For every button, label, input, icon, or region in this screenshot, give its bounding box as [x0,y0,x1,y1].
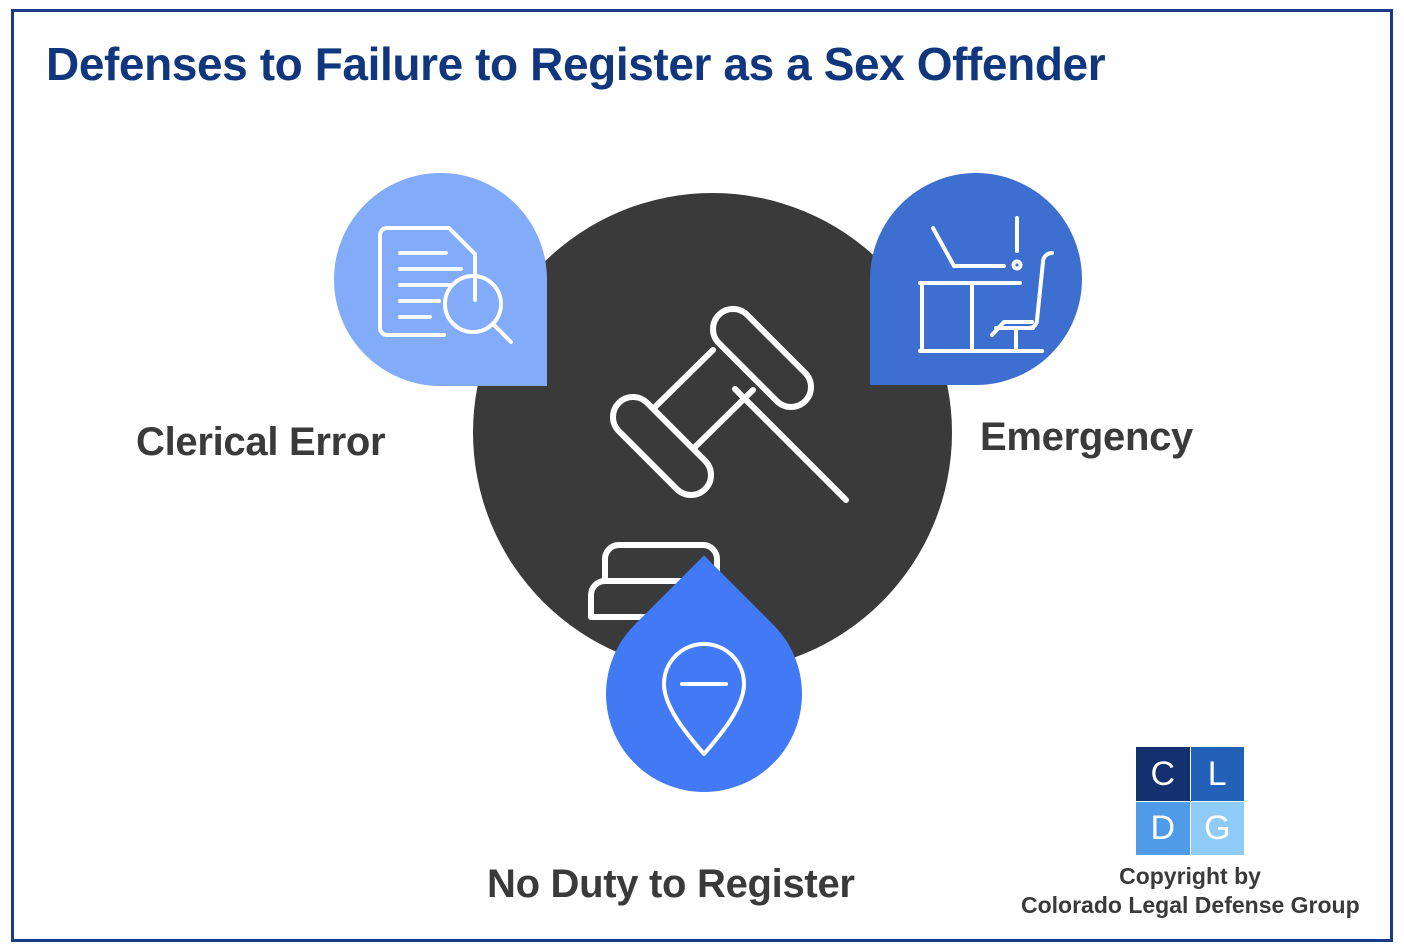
node-label-emergency: Emergency [980,415,1193,459]
document-search-icon [378,226,513,344]
copyright-line-1: Copyright by [1119,863,1261,889]
node-label-clerical-error: Clerical Error [136,420,386,464]
logo-cell-g: G [1190,801,1244,855]
node-label-no-duty-to-register: No Duty to Register [487,862,855,906]
empty-desk-chair-alert-icon [918,216,1054,353]
cldg-logo: C L D G [1136,747,1244,855]
logo-cell-l: L [1190,747,1244,801]
copyright-text: Copyright by Colorado Legal Defense Grou… [1021,862,1360,921]
logo-cell-c: C [1136,747,1190,801]
copyright-line-2: Colorado Legal Defense Group [1021,892,1360,919]
node-pin-clerical-error[interactable] [334,173,547,386]
logo-cell-d: D [1136,801,1190,855]
logo-block: C L D G Copyright by Colorado Legal Defe… [1021,747,1360,921]
page-title: Defenses to Failure to Register as a Sex… [46,38,1106,90]
node-pin-emergency[interactable] [870,173,1082,385]
